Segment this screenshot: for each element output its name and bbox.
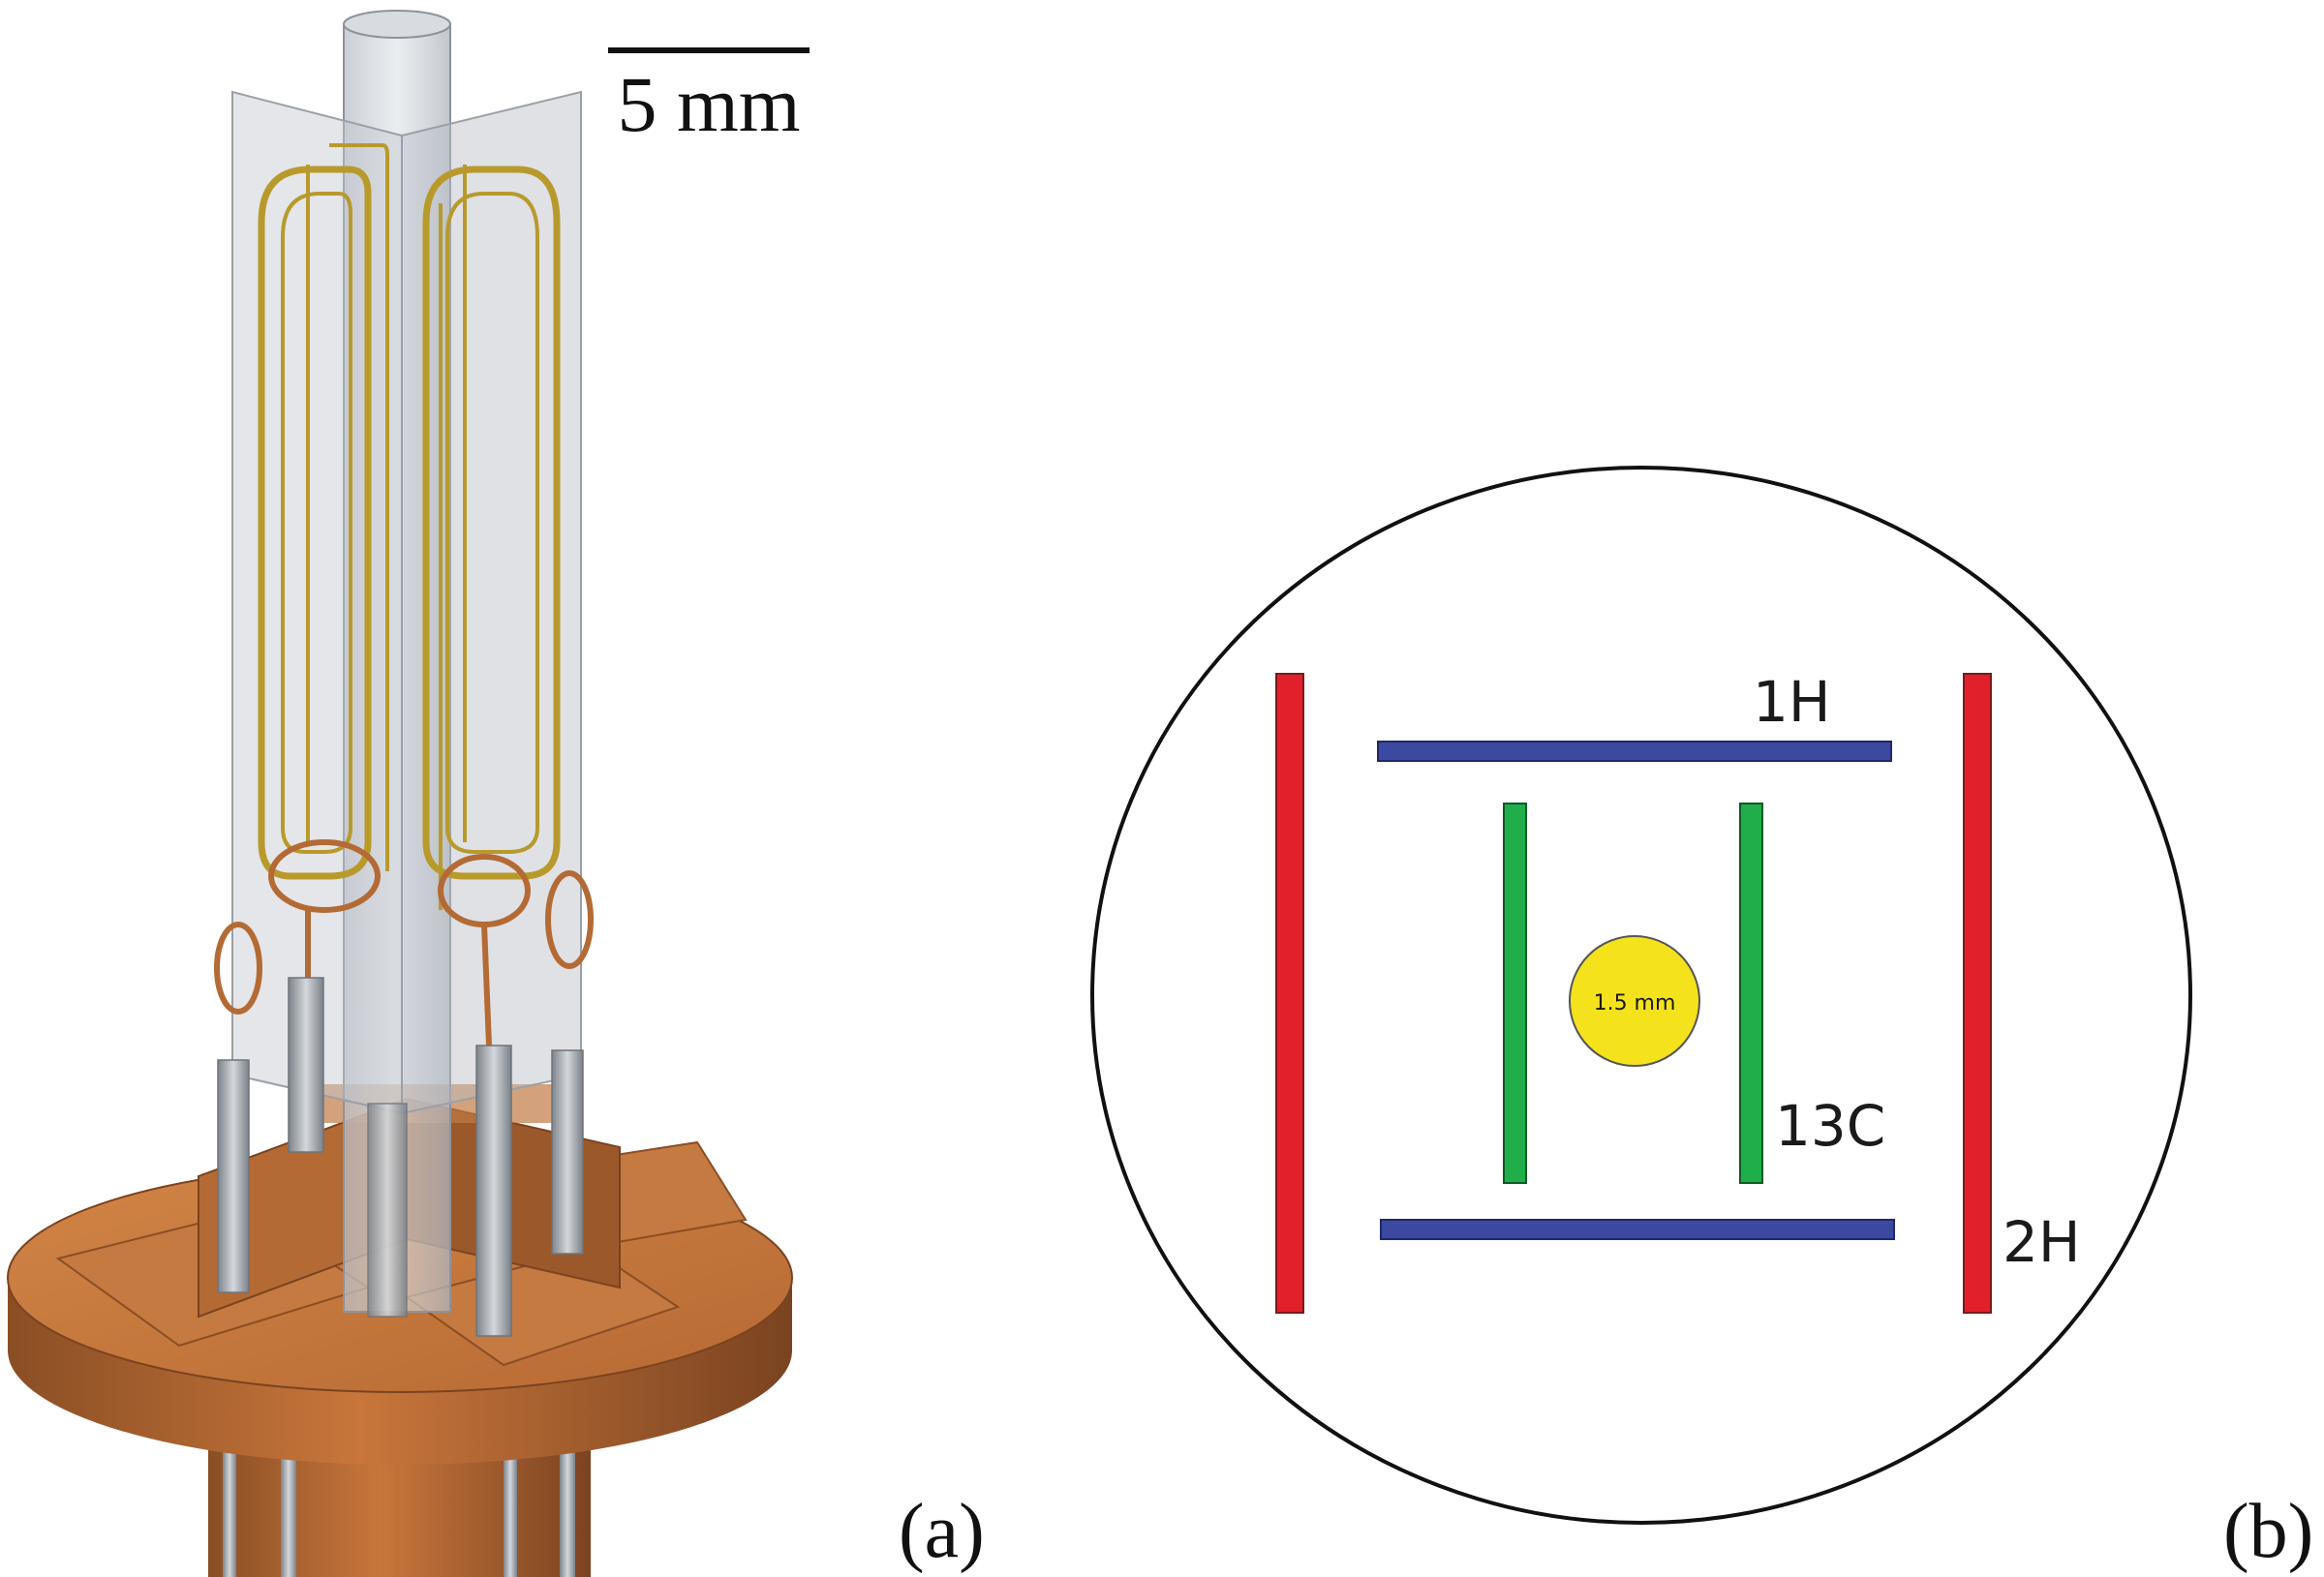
gold-saddle-coils	[258, 143, 561, 910]
copper-coupling-loops	[214, 839, 594, 1046]
coil-13C-label: 13C	[1775, 1093, 1885, 1159]
coil-1H-bottom	[1380, 1219, 1895, 1240]
coil-13C-left	[1503, 803, 1527, 1184]
coil-2H-label: 2H	[2003, 1209, 2081, 1275]
sample-label: 1.5 mm	[1594, 991, 1676, 1016]
sample-circle	[1569, 935, 1700, 1067]
coil-2H-right	[1963, 673, 1992, 1314]
probe-rendering	[7, 10, 793, 1577]
glass-tube	[343, 10, 451, 1313]
coil-1H-label: 1H	[1753, 669, 1831, 735]
panel-b-label: (b)	[2223, 1489, 2313, 1574]
support-pins	[217, 977, 584, 1337]
probe-outline-circle	[1090, 466, 2192, 1525]
scale-bar-label: 5 mm	[617, 60, 800, 148]
coil-13C-right	[1739, 803, 1763, 1184]
coil-2H-left	[1275, 673, 1304, 1314]
scale-bar: 5 mm	[608, 47, 810, 148]
coil-cross-section: 1.5 mm 1H 13C 2H	[1090, 466, 2192, 1525]
panel-a-label: (a)	[899, 1489, 985, 1574]
coil-1H-top	[1377, 741, 1892, 762]
